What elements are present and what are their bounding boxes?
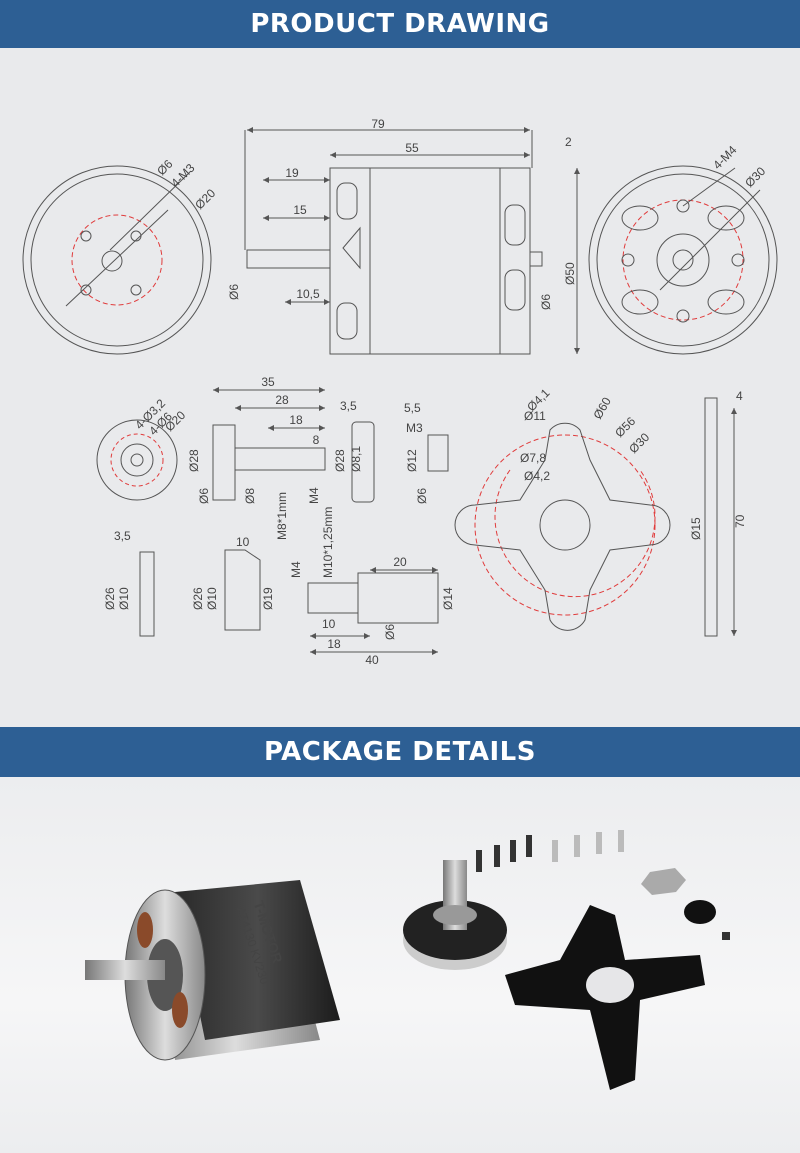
mount-d56: Ø56 bbox=[612, 414, 638, 440]
washer-dia-28: Ø28 bbox=[333, 449, 347, 472]
section-banner-product-drawing: PRODUCT DRAWING bbox=[0, 0, 800, 48]
shaft-ext-thread: M10*1,25mm bbox=[321, 507, 335, 578]
mount-side-thk: 4 bbox=[736, 389, 743, 403]
dim-body-length: 55 bbox=[405, 141, 419, 155]
motor-side-view bbox=[244, 127, 580, 355]
washer-dia-8: Ø8,1 bbox=[349, 446, 363, 472]
motor-front-view bbox=[22, 165, 212, 355]
adapter-thread: M8*1mm bbox=[275, 492, 289, 540]
adapter-dia-8: Ø8 bbox=[243, 488, 257, 504]
shaft-ext-len-40: 40 bbox=[365, 653, 379, 667]
part-b-len: 10 bbox=[236, 535, 250, 549]
shaft-ext-len-18: 18 bbox=[327, 637, 341, 651]
front-pcd: Ø20 bbox=[192, 186, 218, 212]
dim-shaft-dia-right: Ø6 bbox=[539, 294, 553, 310]
adapter-len-18: 18 bbox=[289, 413, 303, 427]
part-b-dia-26: Ø26 bbox=[191, 587, 205, 610]
dim-body-dia: Ø50 bbox=[563, 262, 577, 285]
mount-d11: Ø11 bbox=[524, 409, 546, 423]
part-a-dia-26: Ø26 bbox=[103, 587, 117, 610]
collar-dia-6: Ø6 bbox=[415, 488, 429, 504]
motor-rear-view bbox=[588, 165, 778, 355]
mount-d30: Ø30 bbox=[626, 430, 652, 456]
adapter-screw: M4 bbox=[307, 487, 321, 504]
dim-shaft-dia-left: Ø6 bbox=[227, 284, 241, 300]
dim-total-length: 79 bbox=[371, 117, 385, 131]
small-parts-views bbox=[139, 549, 439, 655]
screws-photo bbox=[476, 830, 730, 940]
mount-d60: Ø60 bbox=[590, 395, 614, 422]
adapter-dia-28: Ø28 bbox=[187, 449, 201, 472]
washer-thk: 3,5 bbox=[340, 399, 357, 413]
collar-len: 5,5 bbox=[404, 401, 421, 415]
mount-side-dia: Ø15 bbox=[689, 517, 703, 540]
part-a-dia-10: Ø10 bbox=[117, 587, 131, 610]
product-drawing: 79 55 2 19 15 10,5 Ø6 Ø6 Ø50 Ø6 4-M3 Ø20… bbox=[22, 117, 778, 667]
collar-screw: M3 bbox=[406, 421, 423, 435]
dim-shaft-19: 19 bbox=[285, 166, 299, 180]
shaft-ext-dia-6: Ø6 bbox=[383, 624, 397, 640]
prop-adapter-photo bbox=[403, 860, 507, 970]
shaft-ext-len-10: 10 bbox=[322, 617, 336, 631]
dim-shaft-15: 15 bbox=[293, 203, 307, 217]
part-b-dia-10: Ø10 bbox=[205, 587, 219, 610]
mount-d42: Ø4,2 bbox=[524, 469, 550, 483]
x-mount-photo bbox=[505, 905, 705, 1090]
product-drawing-title: PRODUCT DRAWING bbox=[250, 9, 550, 39]
part-b-dia-19: Ø19 bbox=[261, 587, 275, 610]
collar-dia-12: Ø12 bbox=[405, 449, 419, 472]
mount-d78: Ø7,8 bbox=[520, 451, 546, 465]
part-a-thk: 3,5 bbox=[114, 529, 131, 543]
package-details-title: PACKAGE DETAILS bbox=[264, 737, 536, 767]
adapter-len-28: 28 bbox=[275, 393, 289, 407]
shaft-ext-dia-14: Ø14 bbox=[441, 587, 455, 610]
shaft-ext-screw: M4 bbox=[289, 561, 303, 578]
rear-screws: 4-M4 bbox=[710, 143, 739, 172]
prop-adapter-views bbox=[96, 387, 737, 637]
adapter-dia-6: Ø6 bbox=[197, 488, 211, 504]
rear-pcd: Ø30 bbox=[742, 164, 768, 190]
dim-shaft-10-5: 10,5 bbox=[296, 287, 320, 301]
dim-gap: 2 bbox=[565, 135, 572, 149]
section-banner-package-details: PACKAGE DETAILS bbox=[0, 727, 800, 777]
adapter-len-35: 35 bbox=[261, 375, 275, 389]
adapter-len-8: 8 bbox=[313, 433, 320, 447]
shaft-ext-len-20: 20 bbox=[393, 555, 407, 569]
mount-side-len: 70 bbox=[733, 514, 747, 528]
